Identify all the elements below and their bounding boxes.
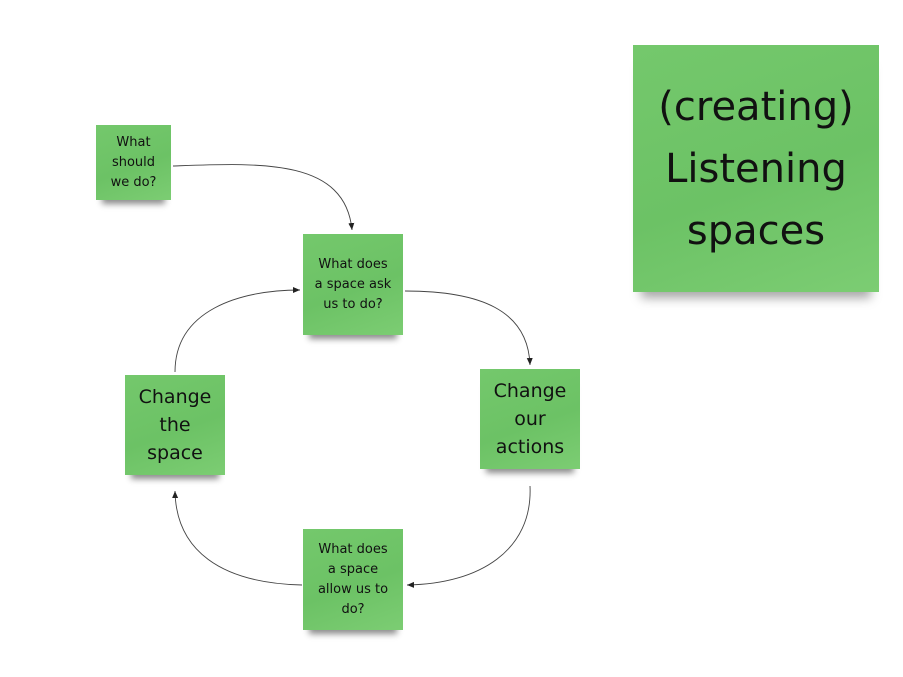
sticky-note-what-does-space-allow[interactable]: What does a space allow us to do? [303, 529, 403, 630]
sticky-note-text: What does a space ask us to do? [314, 256, 392, 312]
connector-allow-to-change-space [172, 490, 303, 586]
sticky-note-text: What does a space allow us to do? [317, 541, 389, 617]
sticky-note-what-should-we-do[interactable]: What should we do? [96, 125, 171, 200]
sticky-note-text: Change our actions [493, 380, 567, 458]
sticky-note-change-our-actions[interactable]: Change our actions [480, 369, 580, 469]
sticky-note-text: Change the space [138, 386, 212, 464]
connector-ask-to-actions [404, 290, 533, 366]
connector-actions-to-allow [406, 485, 531, 588]
title-sticky-note[interactable]: (creating) Listening spaces [633, 45, 879, 292]
connector-should-to-ask [172, 164, 355, 231]
sticky-note-text: What should we do? [110, 134, 157, 190]
sticky-note-what-does-space-ask[interactable]: What does a space ask us to do? [303, 234, 403, 335]
title-text: (creating) Listening spaces [658, 83, 854, 254]
connector-change-space-to-ask [174, 287, 301, 373]
sticky-note-change-the-space[interactable]: Change the space [125, 375, 225, 475]
